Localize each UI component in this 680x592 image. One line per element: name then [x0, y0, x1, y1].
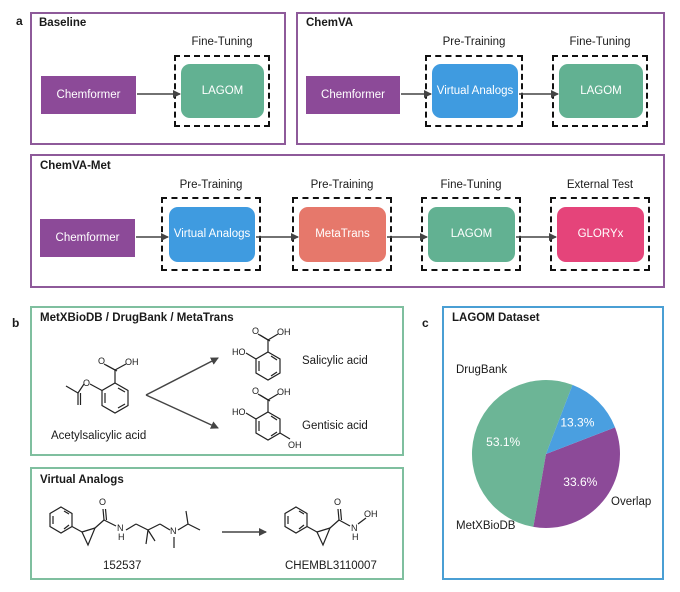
- salicylic-oh-label: OH: [277, 327, 291, 337]
- pie-value-label-drugbank: 53.1%: [486, 435, 520, 449]
- gentisic-o-label: O: [252, 386, 260, 396]
- chemva-met-lagom-box: LAGOM: [428, 207, 515, 262]
- pie-slice-metxbiodb: [533, 427, 620, 528]
- va-title: Virtual Analogs: [40, 474, 124, 486]
- va-mol2-id: CHEMBL3110007: [285, 560, 377, 572]
- panel-label-c: c: [422, 316, 429, 330]
- chemva-met-chemformer-box: Chemformer: [40, 219, 135, 257]
- va-mol1-o-label: O: [99, 497, 107, 507]
- reaction-arrow-1: [145, 357, 219, 396]
- salicylic-acid-structure: [245, 333, 281, 381]
- panel-label-b: b: [12, 316, 20, 330]
- salicylic-o-label: O: [252, 326, 260, 336]
- baseline-stage-label: Fine-Tuning: [191, 36, 253, 48]
- mol-chembl3110007-structure: [284, 506, 367, 547]
- va-mol1-h-label: H: [118, 532, 125, 542]
- aspirin-structure: [65, 363, 129, 414]
- chemva-virtual-analogs-box: Virtual Analogs: [432, 64, 518, 118]
- va-mol2-oh-label: OH: [364, 509, 378, 519]
- chemva-met-metatrans-box: MetaTrans: [299, 207, 386, 262]
- chemva-met-stage3-label: Fine-Tuning: [440, 179, 502, 191]
- va-mol1-n2-label: N: [170, 526, 177, 536]
- baseline-frame: [30, 12, 286, 145]
- pie-value-label-overlap: 13.3%: [560, 416, 594, 430]
- aspirin-oh-label: OH: [125, 357, 139, 367]
- baseline-title: Baseline: [39, 17, 87, 29]
- metx-title: MetXBioDB / DrugBank / MetaTrans: [40, 312, 234, 324]
- mol-152537-structure: [49, 506, 201, 548]
- va-mol2-o-label: O: [334, 497, 342, 507]
- chemva-title: ChemVA: [306, 17, 354, 29]
- chemva-met-title: ChemVA-Met: [40, 160, 111, 172]
- chemva-met-stage4-label: External Test: [566, 179, 634, 191]
- salicylic-ho-label: HO: [232, 347, 246, 357]
- product2-name: Gentisic acid: [302, 420, 368, 432]
- chemva-chemformer-box: Chemformer: [306, 76, 400, 114]
- lagom-dataset-frame: [442, 306, 664, 580]
- gentisic-acid-structure: [245, 393, 291, 441]
- gentisic-oh2-label: OH: [288, 440, 302, 450]
- baseline-lagom-box: LAGOM: [181, 64, 264, 118]
- pie-category-label-drugbank: DrugBank: [456, 364, 508, 376]
- pie-slice-drugbank: [471, 379, 573, 527]
- metx-frame: [30, 306, 404, 456]
- parent-name: Acetylsalicylic acid: [51, 430, 147, 442]
- va-mol2-h-label: H: [352, 532, 359, 542]
- va-mol1-id: 152537: [103, 560, 142, 572]
- chemva-met-stage2-label: Pre-Training: [310, 179, 374, 191]
- chemva-lagom-box: LAGOM: [559, 64, 643, 118]
- chemva-stage2-label: Fine-Tuning: [569, 36, 631, 48]
- chemva-met-frame: [30, 154, 665, 288]
- pie-category-label-metxbiodb: MetXBioDB: [456, 520, 516, 532]
- va-mol2-n-label: N: [351, 523, 358, 533]
- gentisic-ho-label: HO: [232, 407, 246, 417]
- chemva-met-virtual-analogs-box: Virtual Analogs: [169, 207, 255, 262]
- va-mol1-n-label: N: [117, 523, 124, 533]
- pie-slice-overlap: [546, 384, 616, 454]
- reaction-arrow-2: [145, 394, 219, 429]
- aspirin-o-label: O: [98, 356, 106, 366]
- panel-label-a: a: [16, 14, 23, 28]
- chemva-met-gloryx-box: GLORYx: [557, 207, 644, 262]
- pie-category-label-overlap: Overlap: [611, 496, 652, 508]
- pie-value-label-metxbiodb: 33.6%: [563, 475, 597, 489]
- va-frame: [30, 467, 404, 580]
- lagom-dataset-title: LAGOM Dataset: [452, 312, 540, 324]
- chemva-met-stage1-label: Pre-Training: [179, 179, 243, 191]
- chemva-stage1-label: Pre-Training: [442, 36, 506, 48]
- product1-name: Salicylic acid: [302, 355, 368, 367]
- chemva-frame: [296, 12, 665, 145]
- gentisic-oh-label: OH: [277, 387, 291, 397]
- aspirin-ester-o-label: O: [83, 378, 91, 388]
- baseline-chemformer-box: Chemformer: [41, 76, 136, 114]
